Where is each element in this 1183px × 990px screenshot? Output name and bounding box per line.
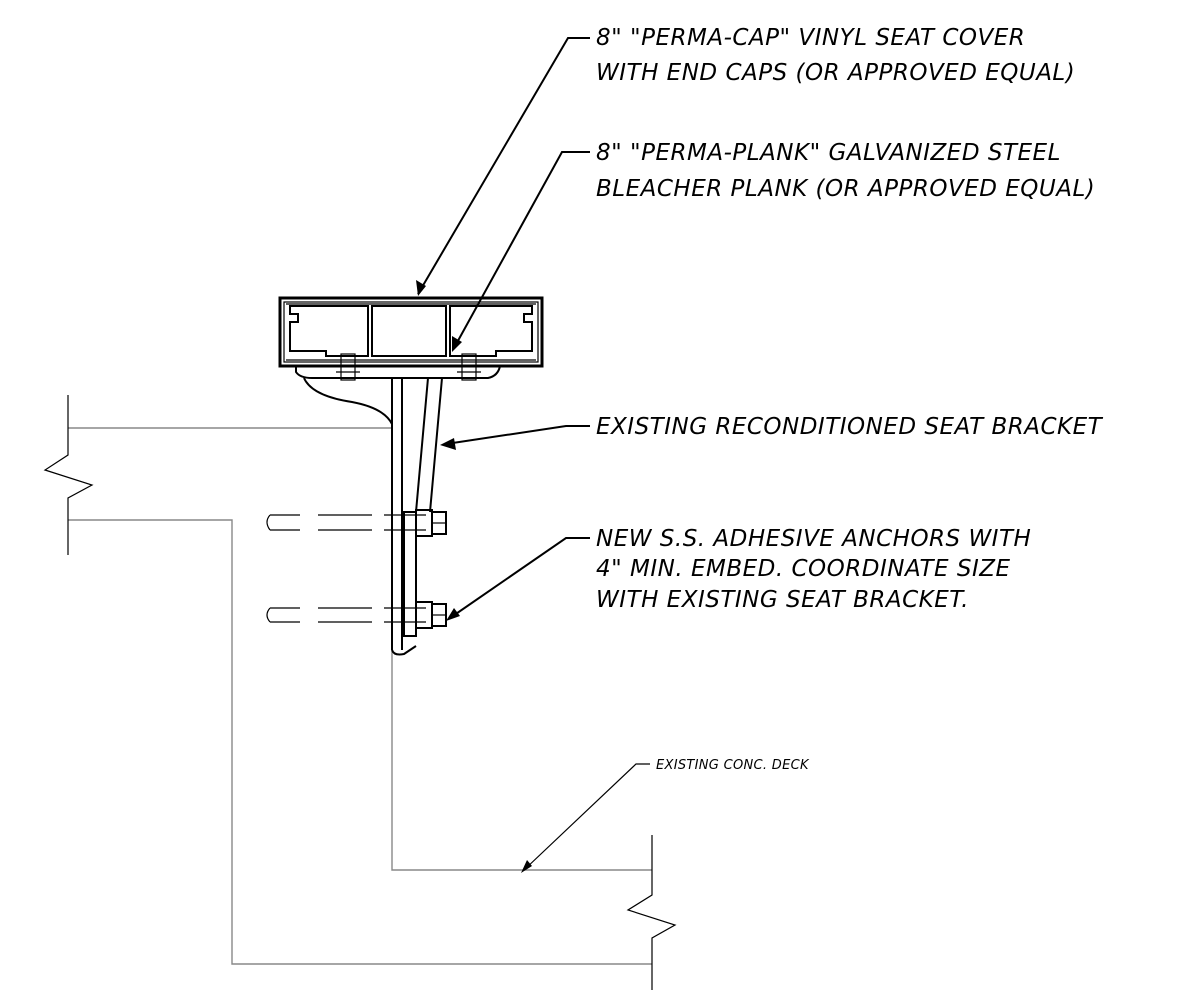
leader-anchors — [449, 537, 590, 619]
leader-plank — [453, 151, 590, 349]
callout-seat-cover-line1: 8" "PERMA-CAP" VINYL SEAT COVER — [596, 25, 1025, 51]
adhesive-anchor-lower — [266, 601, 447, 629]
seat-cover-and-plank — [278, 296, 544, 368]
callout-anchors-line2: 4" MIN. EMBED. COORDINATE SIZE — [596, 556, 1011, 582]
plank-right-cell — [449, 305, 533, 357]
plank-bolt-left — [336, 353, 360, 381]
break-line-left — [43, 395, 94, 555]
bracket-backing-plate — [403, 511, 417, 637]
vinyl-seat-cover-inner — [283, 301, 539, 363]
plank-center-cell — [371, 305, 447, 357]
bracket-diagonal-brace — [415, 377, 444, 513]
leader-lines — [416, 37, 650, 873]
bracket-top-plate — [295, 365, 501, 379]
callout-plank: 8" "PERMA-PLANK" GALVANIZED STEEL BLEACH… — [596, 140, 1095, 202]
callout-anchors: NEW S.S. ADHESIVE ANCHORS WITH 4" MIN. E… — [596, 526, 1031, 613]
arrow-plank — [452, 336, 462, 352]
concrete-deck — [43, 395, 677, 990]
callout-seat-cover-line2: WITH END CAPS (OR APPROVED EQUAL) — [596, 60, 1075, 86]
bracket-strap — [303, 377, 393, 425]
leader-deck — [523, 763, 650, 871]
adhesive-anchor-upper — [266, 509, 447, 537]
callout-anchors-line1: NEW S.S. ADHESIVE ANCHORS WITH — [596, 526, 1031, 552]
leader-bracket — [445, 425, 590, 445]
vinyl-seat-cover-outer — [278, 296, 544, 368]
plank-bolt-right — [457, 353, 481, 381]
arrow-anchors — [446, 608, 460, 621]
callout-anchors-line3: WITH EXISTING SEAT BRACKET. — [596, 587, 969, 613]
arrow-bracket — [440, 438, 456, 450]
callout-bracket-line1: EXISTING RECONDITIONED SEAT BRACKET — [596, 414, 1104, 440]
arrow-seat-cover — [416, 280, 426, 296]
callout-plank-line2: BLEACHER PLANK (OR APPROVED EQUAL) — [596, 176, 1095, 202]
arrow-deck — [521, 860, 532, 873]
callout-plank-line1: 8" "PERMA-PLANK" GALVANIZED STEEL — [596, 140, 1061, 166]
deck-upper-bottom-edge — [68, 519, 652, 965]
callout-deck: EXISTING CONC. DECK — [656, 758, 810, 773]
callout-deck-line1: EXISTING CONC. DECK — [656, 758, 810, 773]
bracket-foot — [391, 645, 417, 656]
leader-seat-cover — [417, 37, 590, 295]
break-line-right — [626, 835, 677, 990]
seat-bracket — [295, 353, 501, 656]
callout-seat-cover: 8" "PERMA-CAP" VINYL SEAT COVER WITH END… — [596, 25, 1075, 86]
callout-bracket: EXISTING RECONDITIONED SEAT BRACKET — [596, 414, 1104, 440]
plank-left-cell — [289, 305, 369, 357]
